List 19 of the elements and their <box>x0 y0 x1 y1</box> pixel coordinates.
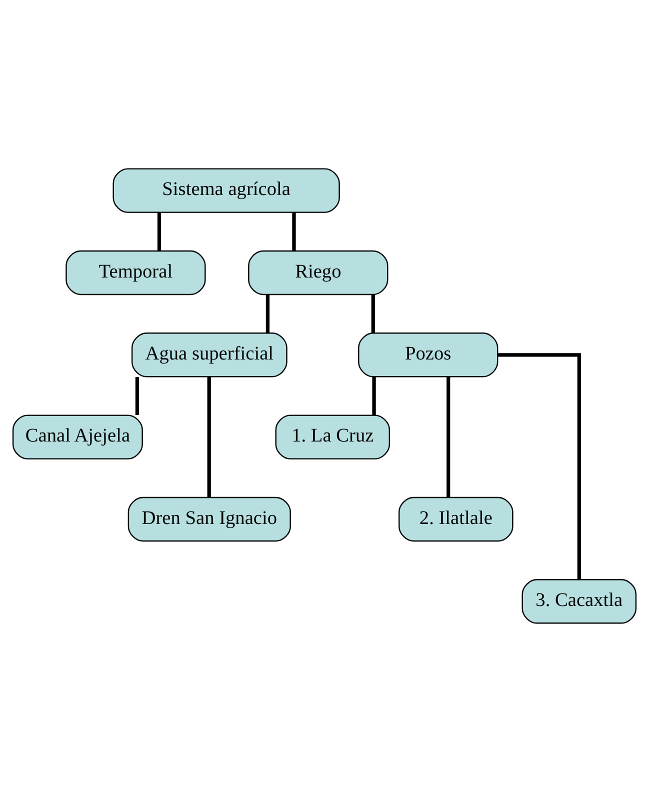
connector <box>372 376 376 415</box>
node-box: Agua superficial <box>131 332 288 378</box>
node-box: Riego <box>248 250 388 296</box>
connector <box>292 212 296 251</box>
connector <box>157 212 162 251</box>
node-box: Temporal <box>66 250 206 296</box>
connector <box>498 353 581 580</box>
node-box: 3. Cacaxtla <box>522 579 637 624</box>
node-box: Canal Ajejela <box>12 414 143 460</box>
node-box: Dren San Ignacio <box>128 496 291 542</box>
node-box: 2. Ilatlale <box>398 496 514 542</box>
connector <box>266 294 270 333</box>
connector <box>446 376 450 498</box>
node-box: Sistema agrícola <box>112 168 340 213</box>
node-box: 1. La Cruz <box>275 414 390 460</box>
connector <box>207 376 211 498</box>
node-box: Pozos <box>358 332 498 378</box>
connector <box>371 294 375 333</box>
connector <box>135 376 140 415</box>
